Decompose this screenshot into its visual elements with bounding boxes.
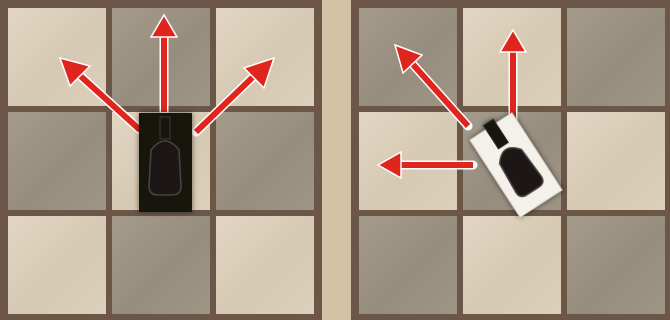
board-gap: [322, 0, 351, 320]
tank-piece-left[interactable]: [139, 113, 192, 212]
board-right-overlay: [351, 0, 670, 320]
move-arrow-left[interactable]: [378, 152, 473, 178]
board-left: [0, 0, 322, 320]
move-arrow-up-right[interactable]: [196, 58, 274, 132]
move-arrow-up-left[interactable]: [395, 45, 468, 126]
move-arrow-up[interactable]: [151, 15, 177, 112]
board-right: [351, 0, 670, 320]
move-arrow-up[interactable]: [500, 30, 526, 126]
board-left-overlay: [0, 0, 322, 320]
move-arrow-up-left[interactable]: [60, 58, 140, 130]
tank-piece-right[interactable]: [467, 109, 562, 218]
